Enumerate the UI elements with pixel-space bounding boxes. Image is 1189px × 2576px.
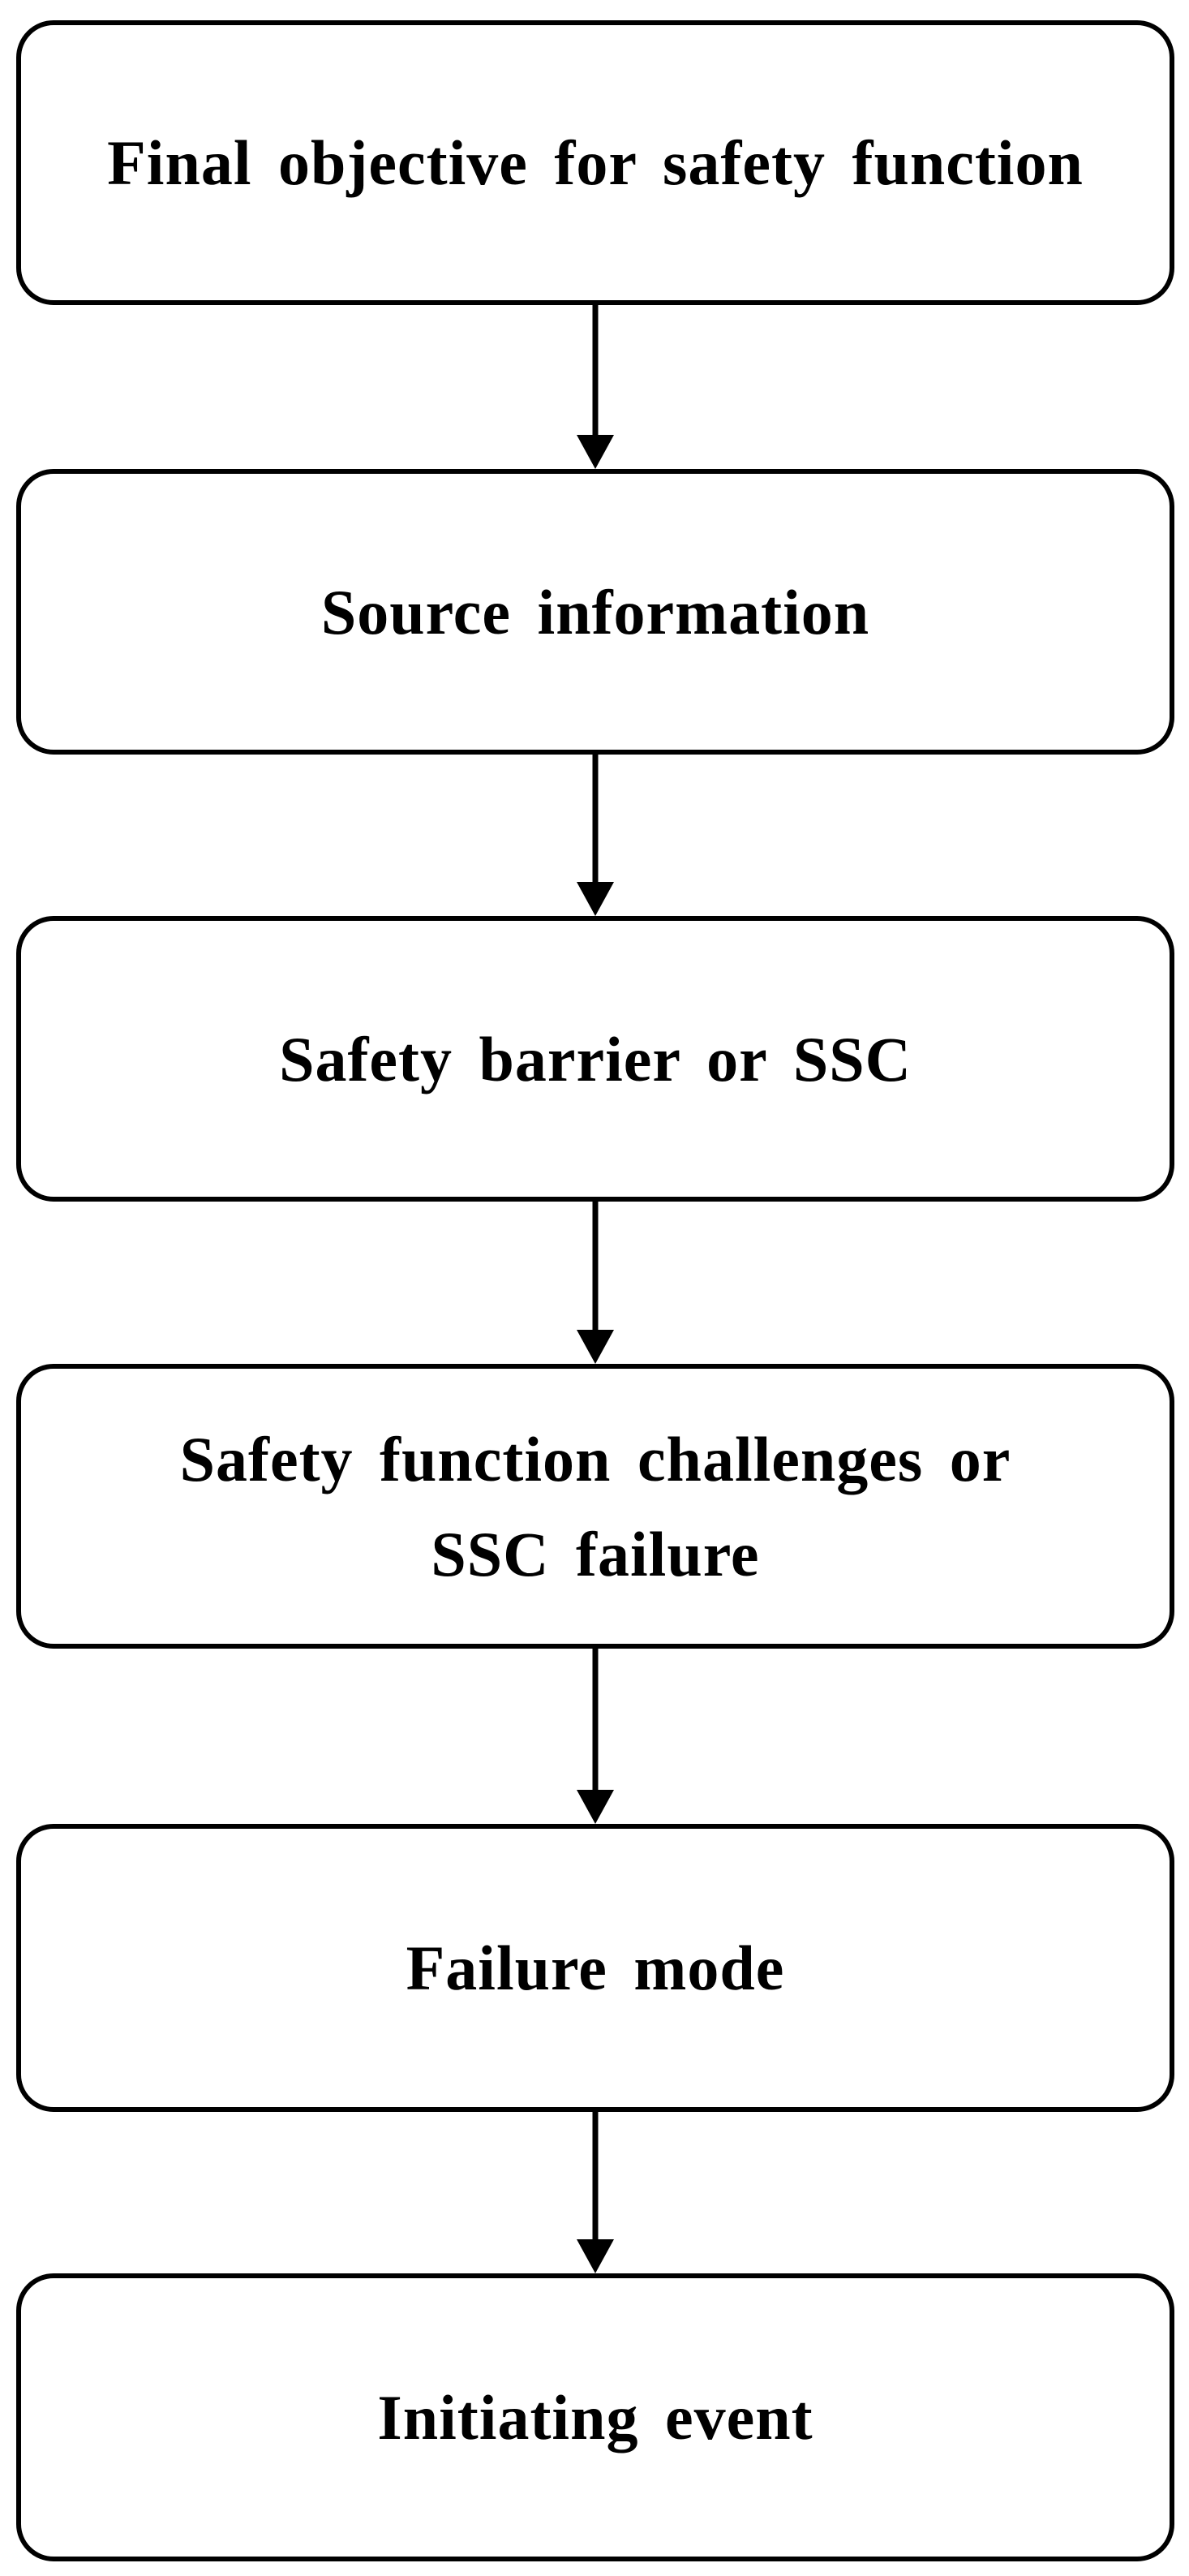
node-safety-function-challenges: Safety function challenges or SSC failur…	[16, 1364, 1174, 1649]
down-arrow-connector-3	[576, 1202, 614, 1364]
node-label: Source information	[320, 576, 870, 647]
arrowhead-down-icon	[576, 435, 614, 469]
node-label: Safety function challenges or SSC failur…	[179, 1423, 1011, 1589]
node-safety-barrier: Safety barrier or SSC	[16, 916, 1174, 1202]
down-arrow-connector-2	[576, 755, 614, 916]
node-label: Failure mode	[406, 1933, 785, 2003]
node-label: Safety barrier or SSC	[279, 1023, 912, 1094]
arrowhead-down-icon	[576, 1330, 614, 1364]
down-arrow-connector-4	[576, 1649, 614, 1824]
node-source-information: Source information	[16, 469, 1174, 755]
node-label: Final objective for safety function	[107, 127, 1084, 198]
down-arrow-connector-5	[576, 2112, 614, 2273]
arrow-stem	[592, 1649, 598, 1793]
arrowhead-down-icon	[576, 1790, 614, 1824]
arrow-stem	[592, 305, 598, 438]
node-failure-mode: Failure mode	[16, 1824, 1174, 2112]
arrow-stem	[592, 2112, 598, 2243]
down-arrow-connector-1	[576, 305, 614, 469]
arrow-stem	[592, 1202, 598, 1333]
arrow-stem	[592, 755, 598, 885]
node-initiating-event: Initiating event	[16, 2273, 1174, 2561]
arrowhead-down-icon	[576, 2239, 614, 2273]
node-final-objective: Final objective for safety function	[16, 20, 1174, 305]
arrowhead-down-icon	[576, 882, 614, 916]
node-label: Initiating event	[377, 2382, 813, 2453]
